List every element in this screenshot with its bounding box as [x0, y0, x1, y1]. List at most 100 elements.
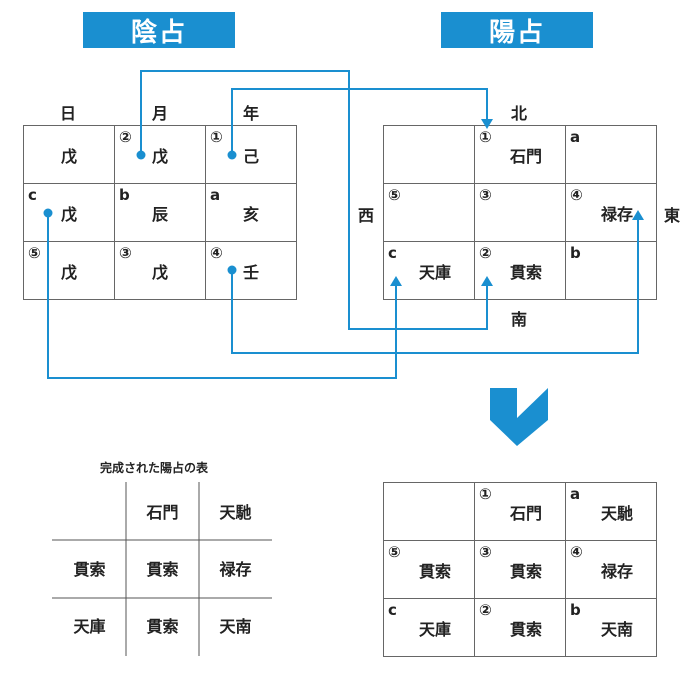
- completed-cell: 天南: [219, 616, 252, 636]
- arrowhead: [481, 276, 493, 286]
- yang-cell: ③: [474, 183, 566, 242]
- result-cell: ④ 禄存: [565, 540, 657, 599]
- cell-char: 貫索: [509, 561, 542, 581]
- direction-south: 南: [511, 310, 528, 329]
- result-cell: c 天庫: [383, 598, 475, 657]
- cell-char: 石門: [509, 503, 542, 523]
- yang-banner: 陽占: [441, 12, 593, 48]
- cell-mark: ④: [570, 543, 583, 561]
- cell-mark: ①: [479, 128, 492, 146]
- chevron-down-icon: [490, 388, 548, 446]
- cell-char: 石門: [509, 146, 542, 166]
- arrowhead: [632, 210, 644, 220]
- header-year: 年: [243, 104, 260, 123]
- connector-dot: [43, 208, 53, 218]
- cell-mark: ⑤: [388, 543, 401, 561]
- result-cell: ③ 貫索: [474, 540, 566, 599]
- cell-mark: a: [570, 128, 581, 146]
- cell-char: 貫索: [418, 561, 451, 581]
- cell-char: 天南: [600, 619, 633, 639]
- result-cell: a 天馳: [565, 482, 657, 541]
- completed-cell: [53, 482, 126, 539]
- arrowhead: [481, 119, 493, 129]
- yang-cell: ② 貫索: [474, 241, 566, 300]
- cell-char: 戊: [151, 146, 168, 166]
- cell-char: 己: [242, 146, 259, 166]
- completed-cell: 禄存: [219, 559, 252, 579]
- connector-line-4: [47, 213, 397, 379]
- yin-banner: 陰占: [83, 12, 235, 48]
- cell-char: 禄存: [600, 561, 633, 581]
- cell-char: 壬: [242, 262, 259, 282]
- completed-cell: 貫索: [146, 559, 179, 579]
- completed-table: 石門 天馳 貫索 貫索 禄存 天庫 貫索 天南: [53, 482, 272, 653]
- cell-mark: ①: [479, 485, 492, 503]
- connector-dot: [227, 265, 237, 275]
- cell-char: 貫索: [509, 619, 542, 639]
- cell-char: 戊: [60, 262, 77, 282]
- result-cell: [383, 482, 475, 541]
- cell-mark: ③: [479, 186, 492, 204]
- direction-east: 東: [664, 206, 681, 225]
- cell-char: 戊: [60, 146, 77, 166]
- arrowhead: [390, 276, 402, 286]
- cell-char: 禄存: [600, 204, 633, 224]
- cell-mark: c: [388, 244, 397, 262]
- connector-line-1: [140, 70, 488, 330]
- cell-mark: a: [210, 186, 221, 204]
- connector-line-2: [231, 88, 488, 155]
- cell-mark: ⑤: [388, 186, 401, 204]
- cell-mark: ④: [570, 186, 583, 204]
- cell-char: 天馳: [600, 503, 633, 523]
- cell-mark: b: [570, 244, 581, 262]
- completed-cell: 石門: [146, 502, 179, 522]
- cell-mark: ②: [479, 244, 492, 262]
- cell-char: 天庫: [418, 619, 451, 639]
- cell-mark: ①: [210, 128, 223, 146]
- cell-char: 辰: [151, 204, 168, 224]
- cell-mark: c: [388, 601, 397, 619]
- yang-cell: b: [565, 241, 657, 300]
- completed-cell: 貫索: [146, 616, 179, 636]
- connector-dot: [227, 150, 237, 160]
- completed-cell: 天庫: [73, 616, 106, 636]
- cell-mark: b: [119, 186, 130, 204]
- cell-char: 貫索: [509, 262, 542, 282]
- cell-mark: c: [28, 186, 37, 204]
- cell-mark: ②: [119, 128, 132, 146]
- result-cell: ① 石門: [474, 482, 566, 541]
- header-day: 日: [60, 104, 77, 123]
- direction-north: 北: [511, 104, 528, 123]
- cell-char: 戊: [60, 204, 77, 224]
- connector-line-3: [231, 217, 639, 354]
- yang-grid: ① 石門 a ⑤ ③ ④ 禄存 c 天庫 ② 貫索 b: [383, 125, 657, 300]
- yang-cell: c 天庫: [383, 241, 475, 300]
- completed-cell: 天馳: [219, 502, 252, 522]
- completed-caption: 完成された陽占の表: [100, 461, 209, 475]
- header-month: 月: [152, 104, 169, 123]
- result-cell: ⑤ 貫索: [383, 540, 475, 599]
- yang-cell: ④ 禄存: [565, 183, 657, 242]
- cell-mark: ③: [119, 244, 132, 262]
- cell-mark: ③: [479, 543, 492, 561]
- cell-char: 天庫: [418, 262, 451, 282]
- cell-char: 戊: [151, 262, 168, 282]
- direction-west: 西: [358, 206, 375, 225]
- result-cell: ② 貫索: [474, 598, 566, 657]
- cell-mark: ⑤: [28, 244, 41, 262]
- cell-mark: ②: [479, 601, 492, 619]
- completed-cell: 貫索: [73, 559, 106, 579]
- connector-dot: [136, 150, 146, 160]
- cell-mark: a: [570, 485, 581, 503]
- cell-mark: ④: [210, 244, 223, 262]
- cell-char: 亥: [242, 204, 259, 224]
